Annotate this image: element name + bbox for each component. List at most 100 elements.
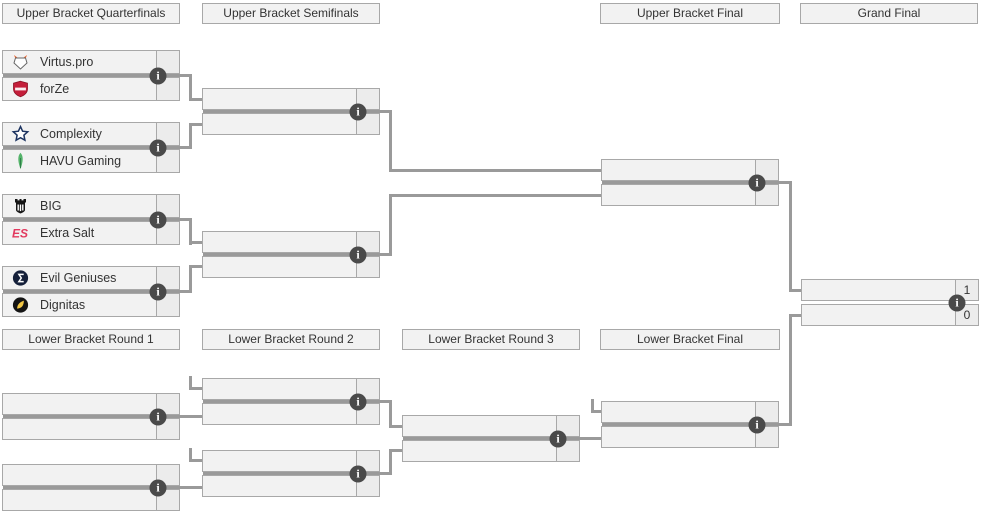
info-icon[interactable]: i xyxy=(349,393,367,410)
score-cell xyxy=(156,78,179,100)
info-icon[interactable]: i xyxy=(149,479,167,496)
forze-logo-icon xyxy=(11,80,31,99)
team-name: Virtus.pro xyxy=(40,55,94,69)
connector-line xyxy=(602,423,790,426)
info-icon[interactable]: i xyxy=(149,139,167,156)
connector-line xyxy=(403,437,602,440)
score-cell xyxy=(156,150,179,172)
header-lower-bracket-round-2: Lower Bracket Round 2 xyxy=(202,329,380,350)
team-slot-empty xyxy=(202,378,380,400)
connector-line xyxy=(3,486,203,489)
team-slot-dignitas[interactable]: Dignitas xyxy=(2,293,180,317)
match-ub-quarterfinal-3: BIG ES Extra Salt i xyxy=(2,194,180,245)
match-lb-round3: i xyxy=(402,415,580,462)
connector-line xyxy=(389,110,392,172)
header-upper-bracket-final: Upper Bracket Final xyxy=(600,3,780,24)
team-name: BIG xyxy=(40,199,62,213)
connector-line xyxy=(3,218,191,221)
team-slot-empty xyxy=(2,418,180,440)
team-slot-empty xyxy=(202,450,380,472)
connector-line xyxy=(3,74,191,77)
connector-line xyxy=(189,98,202,101)
connector-line xyxy=(189,123,192,149)
team-name: HAVU Gaming xyxy=(40,154,122,168)
connector-line xyxy=(3,146,191,149)
connector-line xyxy=(591,399,594,413)
havu-logo-icon xyxy=(11,152,31,171)
header-upper-bracket-semifinals: Upper Bracket Semifinals xyxy=(202,3,380,24)
connector-line xyxy=(203,253,391,256)
team-name: Dignitas xyxy=(40,298,86,312)
big-logo-icon xyxy=(11,197,31,216)
info-icon[interactable]: i xyxy=(149,211,167,228)
info-icon[interactable]: i xyxy=(349,465,367,482)
connector-line xyxy=(189,459,202,462)
connector-line xyxy=(189,74,192,101)
connector-line xyxy=(789,181,792,292)
match-grand-final: 1 0 i xyxy=(801,279,979,326)
connector-line xyxy=(189,448,192,462)
svg-text:ES: ES xyxy=(12,227,28,241)
connector-line xyxy=(189,265,202,268)
info-icon[interactable]: i xyxy=(149,283,167,300)
team-name: Extra Salt xyxy=(40,226,95,240)
match-lb-round2-1: i xyxy=(202,378,380,425)
extra-salt-logo-icon: ES xyxy=(11,224,31,243)
match-lb-round2-2: i xyxy=(202,450,380,497)
team-slot-empty: 1 xyxy=(801,279,979,301)
match-ub-semifinal-2: i xyxy=(202,231,380,278)
evil-geniuses-logo-icon xyxy=(11,269,31,288)
team-slot-empty xyxy=(202,475,380,497)
connector-line xyxy=(203,110,391,113)
team-slot-havu-gaming[interactable]: HAVU Gaming xyxy=(2,149,180,173)
connector-line xyxy=(789,289,802,292)
header-grand-final: Grand Final xyxy=(800,3,978,24)
team-slot-empty xyxy=(2,489,180,511)
info-icon[interactable]: i xyxy=(349,103,367,120)
team-slot-empty xyxy=(601,159,779,181)
connector-line xyxy=(189,241,202,244)
team-slot-forze[interactable]: forZe xyxy=(2,77,180,101)
team-slot-extra-salt[interactable]: ES Extra Salt xyxy=(2,221,180,245)
connector-line xyxy=(189,265,192,293)
team-name: forZe xyxy=(40,82,70,96)
match-ub-quarterfinal-4: Evil Geniuses Dignitas i xyxy=(2,266,180,317)
connector-line xyxy=(389,449,392,475)
connector-line xyxy=(203,472,391,475)
team-slot-empty xyxy=(202,256,380,278)
match-ub-semifinal-1: i xyxy=(202,88,380,135)
match-lb-round1-1: i xyxy=(2,393,180,440)
connector-line xyxy=(389,194,392,256)
complexity-logo-icon xyxy=(11,125,31,144)
team-slot-empty xyxy=(2,393,180,415)
header-upper-bracket-quarterfinals: Upper Bracket Quarterfinals xyxy=(2,3,180,24)
match-ub-quarterfinal-1: Virtus.pro forZe i xyxy=(2,50,180,101)
info-icon[interactable]: i xyxy=(349,246,367,263)
score-cell xyxy=(156,294,179,316)
connector-line xyxy=(189,123,202,126)
virtus-pro-logo-icon xyxy=(11,53,31,72)
team-name: Complexity xyxy=(40,127,102,141)
connector-line xyxy=(189,376,192,390)
score-cell xyxy=(156,222,179,244)
connector-line xyxy=(3,415,203,418)
connector-line xyxy=(389,194,602,197)
header-lower-bracket-round-1: Lower Bracket Round 1 xyxy=(2,329,180,350)
team-name: Evil Geniuses xyxy=(40,271,117,285)
connector-line xyxy=(203,400,391,403)
info-icon[interactable]: i xyxy=(748,174,766,191)
match-ub-final: i xyxy=(601,159,779,206)
connector-line xyxy=(389,449,403,452)
connector-line xyxy=(389,400,392,428)
info-icon[interactable]: i xyxy=(748,416,766,433)
info-icon[interactable]: i xyxy=(149,67,167,84)
team-slot-empty xyxy=(2,464,180,486)
dignitas-logo-icon xyxy=(11,296,31,315)
info-icon[interactable]: i xyxy=(948,294,966,311)
info-icon[interactable]: i xyxy=(549,430,567,447)
match-lb-round1-2: i xyxy=(2,464,180,511)
match-lb-final: i xyxy=(601,401,779,448)
info-icon[interactable]: i xyxy=(149,408,167,425)
team-slot-empty xyxy=(202,231,380,253)
